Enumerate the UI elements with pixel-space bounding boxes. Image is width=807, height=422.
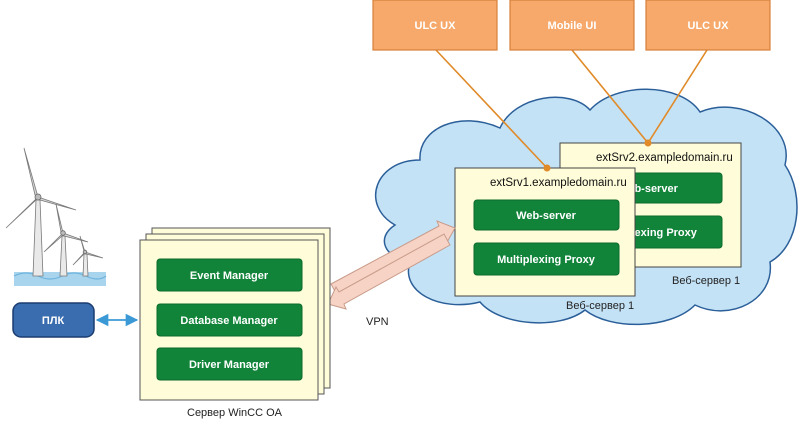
plc-box[interactable]: ПЛК bbox=[12, 302, 95, 338]
connection-dot bbox=[543, 164, 551, 172]
client-box-2[interactable]: Mobile UI bbox=[509, 0, 635, 51]
manager-label: Database Manager bbox=[180, 315, 278, 327]
web-server-1-component: Multiplexing Proxy bbox=[497, 254, 596, 266]
client-box-3[interactable]: ULC UX bbox=[645, 0, 771, 51]
web-server-2-caption: Веб-сервер 1 bbox=[672, 275, 740, 287]
plc-label: ПЛК bbox=[42, 315, 65, 327]
connection-line-client2 bbox=[571, 49, 649, 144]
connection-dot bbox=[644, 139, 652, 147]
web-server-1-caption: Веб-сервер 1 bbox=[566, 300, 634, 312]
client-connections bbox=[435, 49, 708, 169]
web-server-1-hostname: extSrv1.exampledomain.ru bbox=[490, 177, 627, 189]
connection-line-client1 bbox=[435, 49, 548, 169]
vpn-tunnel bbox=[327, 220, 456, 310]
web-server-1-component: Web-server bbox=[516, 210, 576, 222]
client-label: Mobile UI bbox=[548, 20, 597, 32]
client-label: ULC UX bbox=[688, 20, 730, 32]
web-server-2-hostname: extSrv2.exampledomain.ru bbox=[596, 152, 733, 164]
wincc-server: Event Manager Database Manager Driver Ma… bbox=[139, 227, 331, 401]
manager-label: Event Manager bbox=[190, 270, 269, 282]
wincc-server-caption: Сервер WinCC OA bbox=[187, 407, 283, 419]
manager-label: Driver Manager bbox=[189, 359, 270, 371]
web-server-1: extSrv1.exampledomain.ru Web-server Mult… bbox=[454, 167, 636, 297]
vpn-label: VPN bbox=[366, 316, 389, 328]
connection-line-client3 bbox=[647, 49, 708, 144]
client-label: ULC UX bbox=[415, 20, 457, 32]
vpn-arrow-to-wincc bbox=[327, 233, 451, 310]
client-box-1[interactable]: ULC UX bbox=[372, 0, 498, 51]
wind-turbine-icon bbox=[5, 147, 107, 286]
